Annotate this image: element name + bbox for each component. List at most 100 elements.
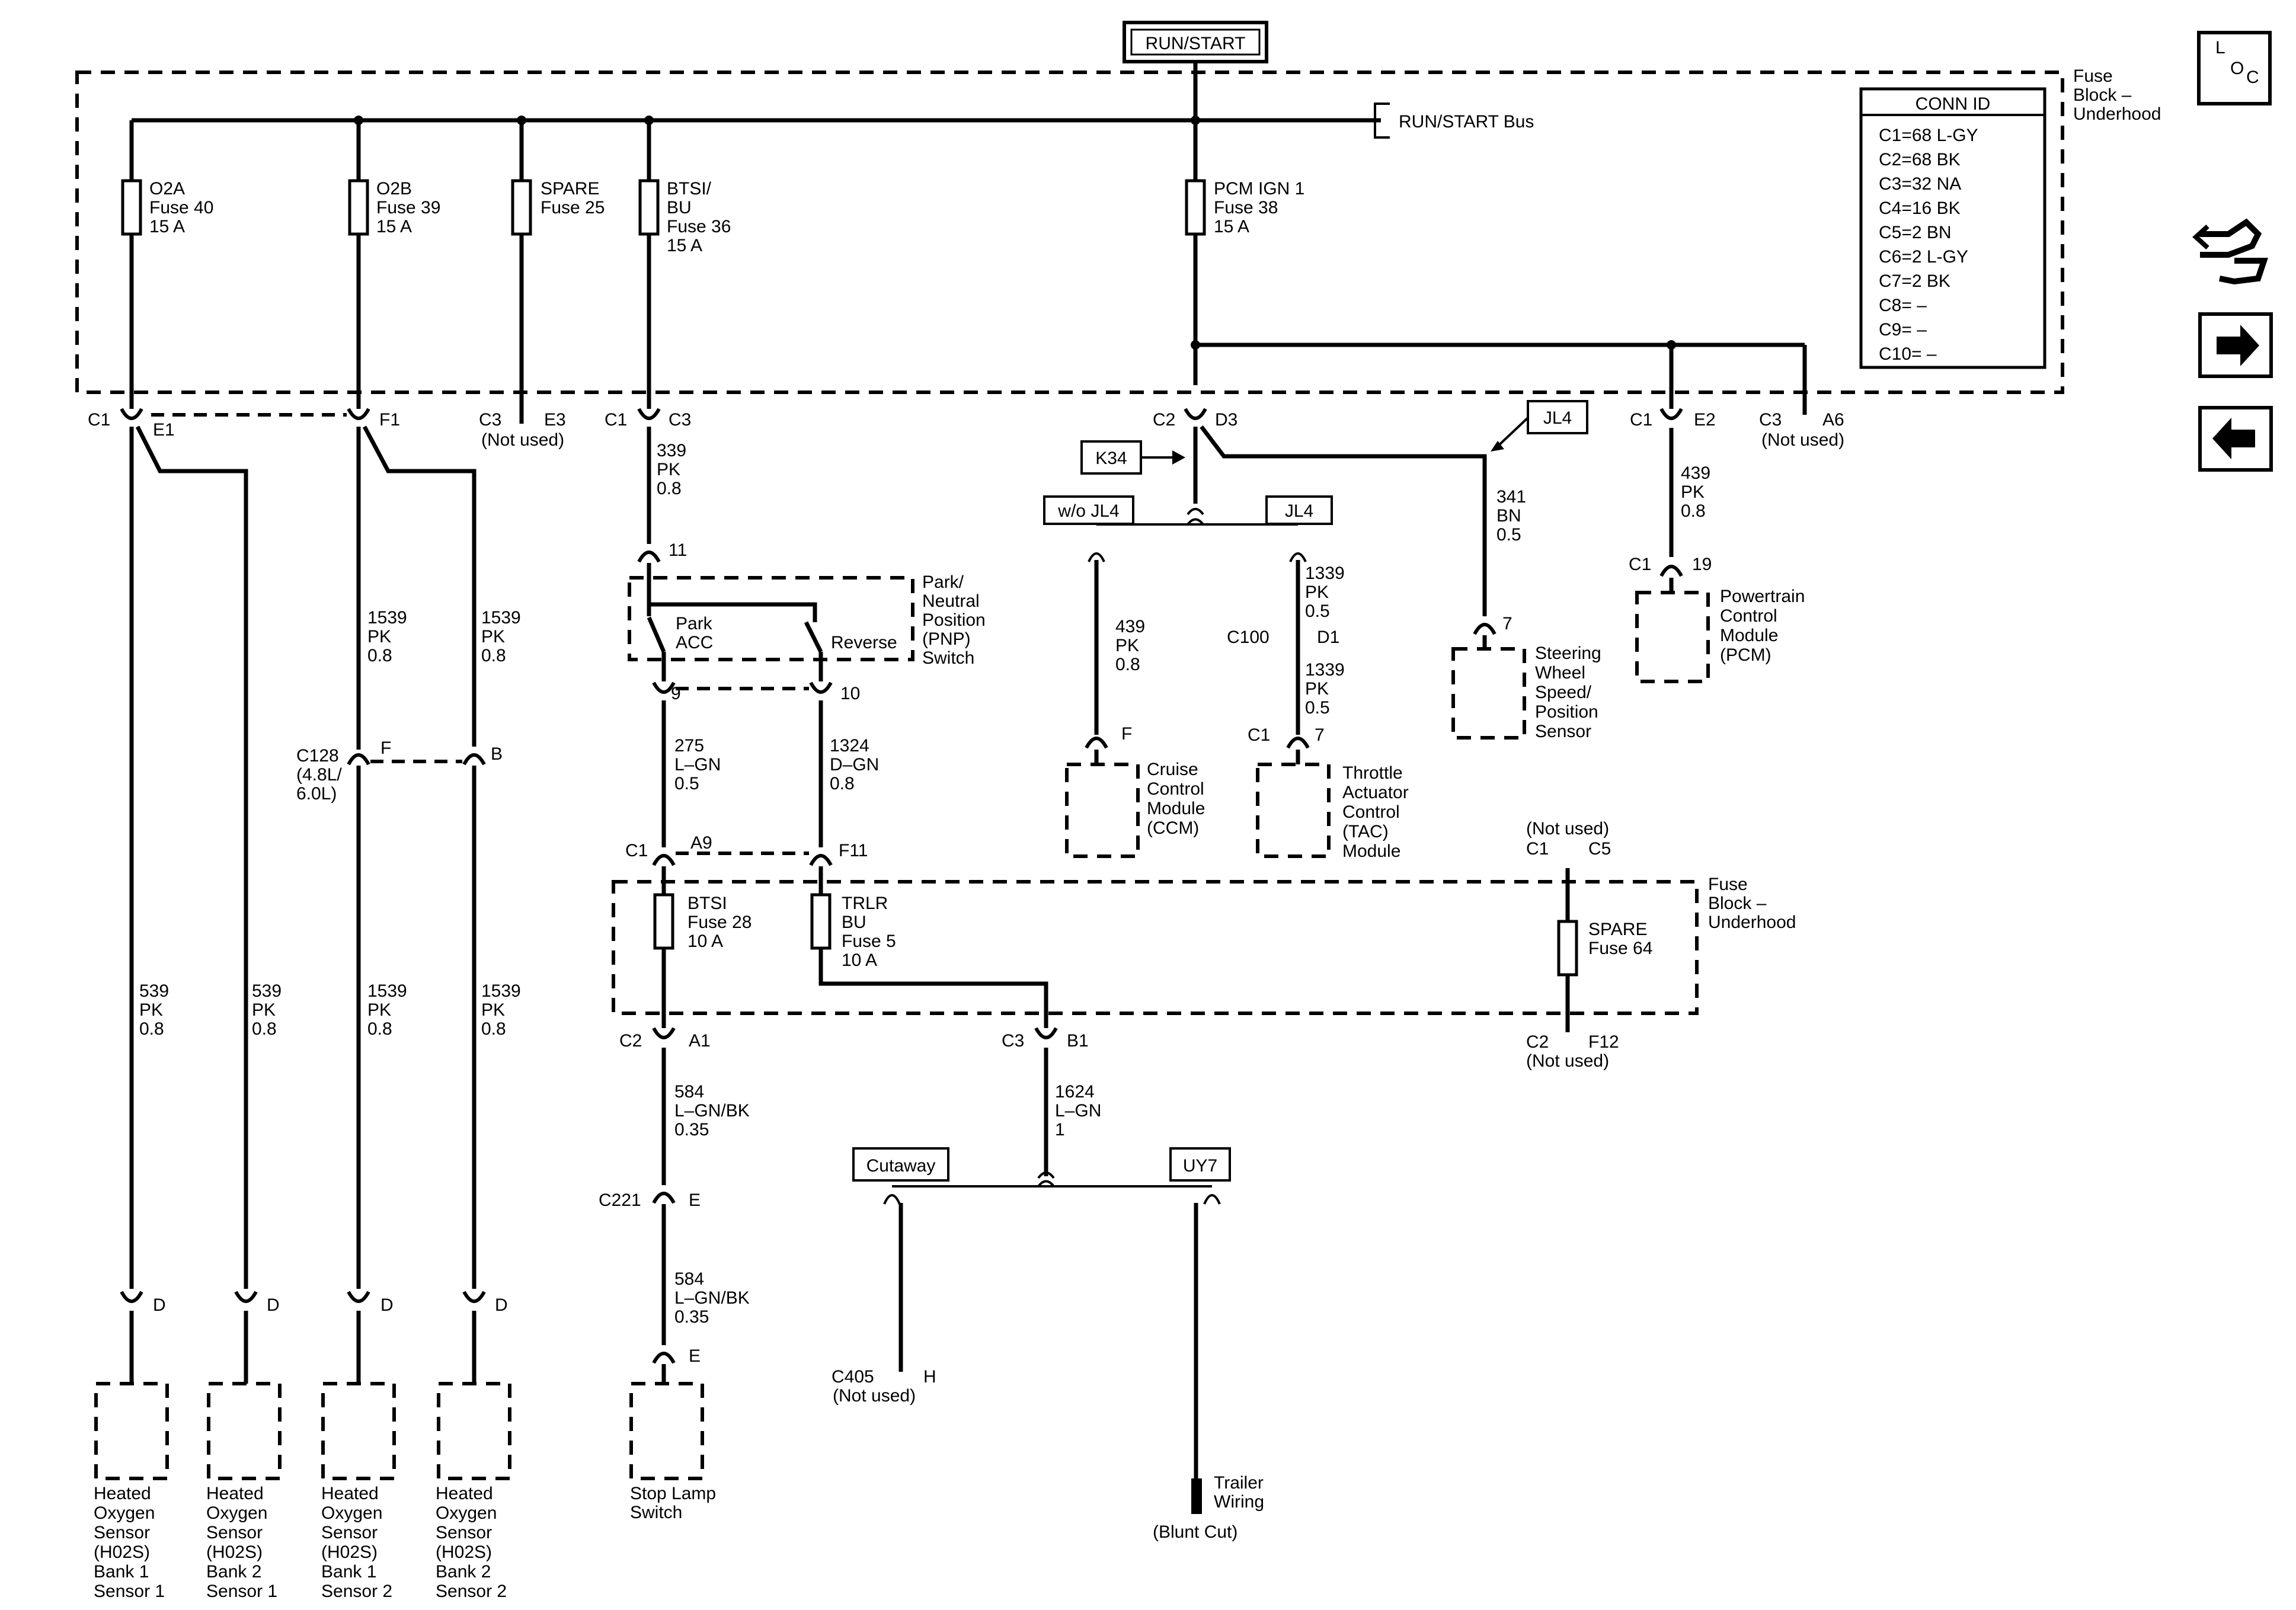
svg-text:A6: A6: [1822, 410, 1844, 430]
svg-text:19: 19: [1692, 555, 1712, 574]
wire-1539-b-label: 1539 PK 0.8: [481, 608, 521, 665]
svg-text:L–GN: L–GN: [1055, 1101, 1101, 1121]
svg-text:L–GN: L–GN: [674, 755, 721, 774]
svg-text:0.8: 0.8: [1115, 655, 1140, 674]
svg-text:PK: PK: [252, 1000, 276, 1020]
svg-text:1539: 1539: [481, 981, 521, 1001]
svg-text:(TAC): (TAC): [1342, 822, 1389, 841]
svg-text:C3: C3: [1759, 410, 1782, 430]
svg-text:Control: Control: [1342, 802, 1400, 822]
svg-text:0.5: 0.5: [1305, 698, 1330, 718]
svg-text:BTSI/: BTSI/: [667, 179, 712, 199]
svg-text:Fuse 39: Fuse 39: [376, 198, 440, 217]
wire-1339-a-label: 1339 PK 0.5: [1305, 564, 1345, 621]
svg-text:Sensor: Sensor: [436, 1523, 492, 1542]
svg-text:Stop Lamp: Stop Lamp: [630, 1484, 716, 1503]
loc-button[interactable]: L O C: [2197, 31, 2272, 105]
svg-text:(H02S): (H02S): [94, 1542, 150, 1562]
svg-text:BTSI: BTSI: [687, 894, 727, 913]
stop-lamp-switch: Stop Lamp Switch: [629, 1382, 716, 1522]
svg-text:0.35: 0.35: [674, 1120, 709, 1140]
ho2s-bank1-sensor1: Heated Oxygen Sensor (H02S) Bank 1 Senso…: [94, 1382, 169, 1601]
svg-text:Park: Park: [676, 614, 713, 633]
svg-text:C: C: [2246, 68, 2259, 87]
ho2s-bank2-sensor2: Heated Oxygen Sensor (H02S) Bank 2 Senso…: [436, 1382, 511, 1601]
svg-text:F: F: [380, 738, 391, 758]
svg-text:Oxygen: Oxygen: [206, 1503, 267, 1523]
svg-text:(PNP): (PNP): [922, 629, 971, 649]
svg-text:1324: 1324: [830, 736, 869, 756]
option-wo-jl4: w/o JL4: [1043, 495, 1134, 525]
steering-wheel-speed-position-sensor: Steering Wheel Speed/ Position Sensor: [1451, 644, 1601, 741]
svg-text:Sensor 2: Sensor 2: [436, 1582, 507, 1601]
svg-text:(Not used): (Not used): [1526, 1051, 1609, 1071]
svg-text:0.8: 0.8: [252, 1019, 277, 1039]
svg-text:Sensor: Sensor: [94, 1523, 150, 1542]
wire-1324-label: 1324 D–GN 0.8: [830, 736, 879, 793]
svg-text:D–GN: D–GN: [830, 755, 879, 774]
svg-text:6.0L): 6.0L): [296, 784, 337, 804]
wire-1339-b-label: 1339 PK 0.5: [1305, 660, 1345, 718]
svg-text:PK: PK: [1305, 582, 1329, 602]
svg-text:Switch: Switch: [630, 1503, 682, 1522]
svg-text:C1: C1: [1248, 725, 1270, 745]
svg-text:Fuse 25: Fuse 25: [541, 198, 605, 217]
fuse-pcm-ign-1: [1185, 179, 1206, 236]
ho2s-bank1-sensor2: Heated Oxygen Sensor (H02S) Bank 1 Senso…: [321, 1382, 396, 1601]
svg-text:C405: C405: [832, 1367, 874, 1387]
svg-text:1624: 1624: [1055, 1082, 1095, 1102]
svg-text:L–GN/BK: L–GN/BK: [674, 1101, 750, 1121]
wire-584-b-label: 584 L–GN/BK 0.35: [674, 1269, 750, 1327]
svg-text:Module: Module: [1342, 841, 1400, 861]
svg-text:Bank 2: Bank 2: [206, 1562, 261, 1582]
svg-text:Fuse 40: Fuse 40: [149, 198, 213, 217]
ho2s-bank2-sensor1: Heated Oxygen Sensor (H02S) Bank 2 Senso…: [206, 1382, 282, 1601]
svg-text:(4.8L/: (4.8L/: [296, 765, 342, 785]
svg-text:A1: A1: [689, 1031, 711, 1051]
svg-text:9: 9: [671, 684, 681, 703]
svg-text:Heated: Heated: [94, 1484, 151, 1503]
svg-text:C2: C2: [1526, 1032, 1549, 1052]
svg-text:Switch: Switch: [922, 648, 974, 668]
svg-text:C1: C1: [1526, 839, 1549, 859]
svg-text:O: O: [2230, 59, 2244, 78]
svg-text:15 A: 15 A: [667, 236, 702, 255]
svg-text:Fuse: Fuse: [2073, 66, 2113, 86]
svg-text:1339: 1339: [1305, 660, 1345, 680]
svg-text:Control: Control: [1720, 606, 1777, 626]
arrow-left-icon[interactable]: [2198, 406, 2273, 472]
svg-text:Powertrain: Powertrain: [1720, 587, 1805, 606]
wire-275-label: 275 L–GN 0.5: [674, 736, 721, 793]
svg-text:C2=68 BK: C2=68 BK: [1879, 150, 1961, 169]
pnp-switch-label: Park/ Neutral Position (PNP) Switch: [922, 572, 986, 668]
svg-text:Cruise: Cruise: [1147, 760, 1198, 779]
svg-text:w/o JL4: w/o JL4: [1057, 501, 1119, 521]
svg-text:D: D: [267, 1295, 280, 1315]
svg-text:Oxygen: Oxygen: [321, 1503, 382, 1523]
svg-text:ACC: ACC: [676, 633, 713, 652]
fuse-btsi-bu-36: [638, 179, 660, 236]
svg-text:C4=16 BK: C4=16 BK: [1879, 199, 1961, 218]
fuse-pcm-ign-1-label: PCM IGN 1 Fuse 38 15 A: [1214, 179, 1304, 236]
powertrain-control-module: Powertrain Control Module (PCM): [1635, 587, 1805, 683]
svg-text:C1: C1: [625, 841, 648, 860]
arrow-right-icon[interactable]: [2198, 312, 2273, 378]
svg-text:(Not used): (Not used): [1526, 819, 1609, 838]
svg-text:(PCM): (PCM): [1720, 645, 1771, 665]
conn-id-table: CONN ID C1=68 L-GY C2=68 BK C3=32 NA C4=…: [1859, 87, 2046, 369]
svg-text:C7=2 BK: C7=2 BK: [1879, 271, 1950, 291]
svg-text:Actuator: Actuator: [1342, 783, 1409, 802]
svg-text:0.5: 0.5: [1496, 525, 1521, 545]
svg-text:Steering: Steering: [1535, 644, 1601, 663]
svg-text:(H02S): (H02S): [321, 1542, 378, 1562]
svg-text:E: E: [689, 1190, 701, 1210]
svg-text:E: E: [689, 1346, 701, 1366]
pnp-switch: [628, 576, 914, 661]
svg-text:C5: C5: [1588, 839, 1611, 859]
svg-text:C1: C1: [605, 410, 627, 430]
wire-1539-c-label: 1539 PK 0.8: [367, 981, 407, 1039]
svg-text:C9= –: C9= –: [1879, 320, 1927, 340]
svg-text:L: L: [2215, 38, 2225, 57]
svg-text:0.8: 0.8: [367, 1019, 392, 1039]
connector-hand-icon[interactable]: [2192, 218, 2268, 285]
